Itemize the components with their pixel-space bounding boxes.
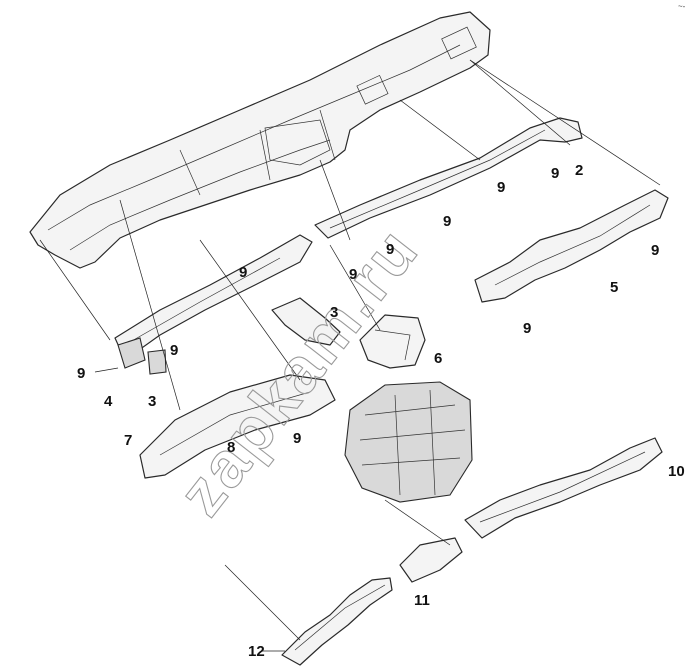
callout-9: 9	[551, 165, 559, 182]
callout-9: 9	[497, 179, 505, 196]
callout-9: 9	[443, 213, 451, 230]
callout-9: 9	[293, 430, 301, 447]
callout-2: 2	[575, 162, 583, 179]
duct-part-5	[474, 189, 669, 303]
instrument-panel	[29, 11, 491, 269]
callout-12: 12	[248, 643, 265, 660]
duct-part-11	[399, 537, 463, 583]
callout-9: 9	[170, 342, 178, 359]
leader-lines	[39, 59, 661, 652]
callout-4: 4	[104, 393, 113, 410]
callout-7: 7	[124, 432, 132, 449]
bracket-part-3-left	[147, 349, 167, 375]
corner-mark: ~-	[678, 2, 686, 11]
duct-part-6	[359, 314, 426, 369]
callout-9: 9	[386, 241, 394, 258]
duct-part-12	[281, 577, 393, 666]
callout-9: 9	[349, 266, 357, 283]
callout-3: 3	[330, 304, 338, 321]
left-duct-assembly	[114, 234, 313, 361]
duct-part-7-8	[139, 374, 336, 479]
callout-9: 9	[651, 242, 659, 259]
callout-8: 8	[227, 439, 235, 456]
callout-5: 5	[610, 279, 618, 296]
callout-6: 6	[434, 350, 442, 367]
callout-11: 11	[414, 592, 430, 609]
duct-part-3	[271, 297, 341, 346]
callout-3: 3	[148, 393, 156, 410]
callout-9: 9	[239, 264, 247, 281]
bracket-part-4	[117, 337, 146, 369]
hvac-unit	[344, 381, 473, 503]
callout-9: 9	[77, 365, 85, 382]
callout-10: 10	[668, 463, 685, 480]
callout-9: 9	[523, 320, 531, 337]
duct-part-10	[464, 437, 663, 539]
callout-labels: 2 3 3 4 5 6 7 8 9 9 9 9 9 9 9 9 9 9 9 10…	[77, 162, 685, 660]
duct-part-2	[314, 117, 583, 239]
